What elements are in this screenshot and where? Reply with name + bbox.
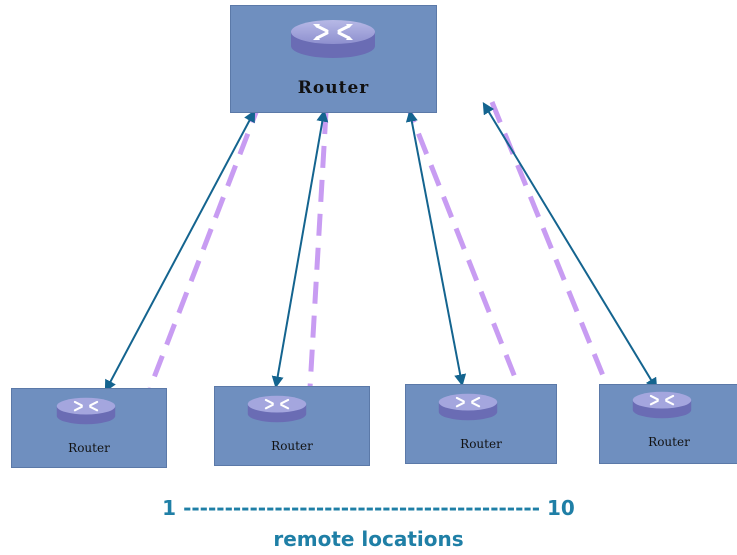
remote-router-4[interactable]: Router	[599, 384, 737, 464]
router-icon	[291, 20, 375, 58]
range-start: 1	[162, 496, 177, 520]
remote-router-2[interactable]: Router	[214, 386, 370, 466]
router-icon	[438, 393, 498, 421]
range-end: 10	[546, 496, 575, 520]
router-icon	[56, 397, 116, 425]
solid-link-1	[104, 109, 256, 393]
router-label: Router	[460, 437, 502, 451]
remote-router-1[interactable]: Router	[11, 388, 167, 468]
solid-link-4	[482, 101, 658, 391]
range-dashes: ----------------------------------------…	[183, 496, 540, 520]
router-icon	[247, 395, 307, 423]
router-icon	[632, 391, 692, 419]
dashed-link-1	[147, 101, 263, 389]
router-label: Router	[648, 435, 690, 449]
caption: remote locations	[273, 527, 464, 551]
remote-router-3[interactable]: Router	[405, 384, 557, 464]
router-label: Router	[297, 78, 370, 98]
solid-link-2	[271, 109, 329, 389]
central-router[interactable]: Router	[230, 5, 437, 113]
dashed-link-3	[403, 101, 521, 386]
remote-range: 1 --------------------------------------…	[0, 496, 737, 520]
router-label: Router	[271, 439, 313, 453]
solid-link-3	[405, 109, 467, 387]
dashed-link-2	[307, 111, 329, 389]
router-label: Router	[68, 441, 110, 455]
